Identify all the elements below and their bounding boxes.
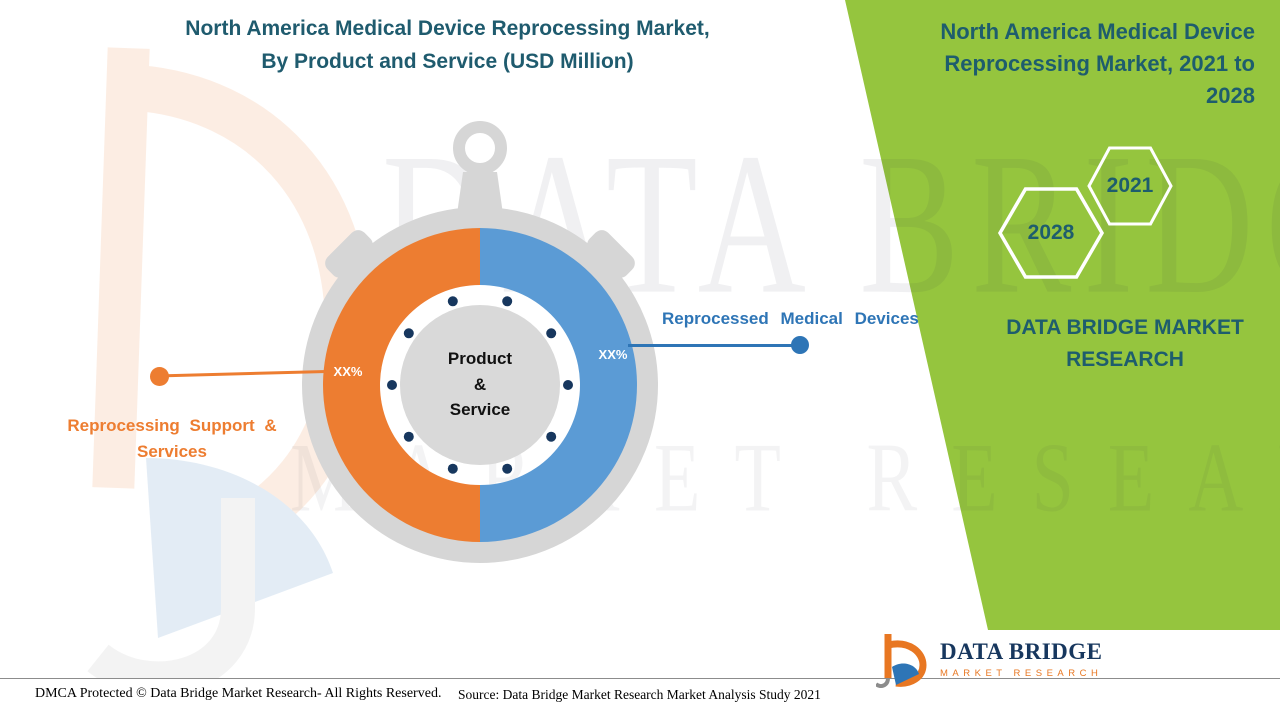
- footer-dmca-text: DMCA Protected © Data Bridge Market Rese…: [35, 686, 442, 701]
- side-panel-title: North America Medical Device Reprocessin…: [940, 19, 1255, 108]
- chart-title: North America Medical Device Reprocessin…: [115, 13, 780, 78]
- hexagon-2028-icon: [997, 187, 1105, 279]
- chart-tick-dots: [387, 296, 573, 474]
- callout-left-line2: Services: [137, 442, 207, 462]
- footer-divider: [0, 678, 1280, 679]
- chart-title-line2: By Product and Service (USD Million): [261, 49, 634, 73]
- side-panel-brand-line1: DATA BRIDGE MARKET: [1006, 316, 1244, 339]
- logo-tagline: MARKET RESEARCH: [940, 668, 1103, 679]
- logo-wordmark: DATA BRIDGE: [940, 639, 1103, 664]
- stopwatch-donut-chart: XX% XX%: [302, 121, 658, 563]
- chart-center-label: Product & Service: [410, 346, 550, 423]
- data-bridge-logo-icon: [876, 634, 927, 688]
- callout-label-reprocessed-devices: Reprocessed Medical Devices: [662, 309, 919, 328]
- segment-value-right: XX%: [599, 347, 628, 362]
- stopwatch-bezel-icon: [302, 207, 658, 563]
- segment-reprocessing-support-services: [323, 228, 480, 542]
- callout-dot-right: [791, 336, 809, 354]
- stopwatch-button-right-icon: [587, 230, 635, 278]
- data-bridge-logo: DATA BRIDGE MARKET RESEARCH: [876, 630, 1102, 688]
- center-label-line3: Service: [449, 400, 511, 419]
- callout-left-line1: Reprocessing Support &: [67, 416, 277, 435]
- hexagon-2021-icon: [1087, 146, 1173, 226]
- center-label-line2: &: [473, 374, 487, 394]
- footer-source-text: Source: Data Bridge Market Research Mark…: [458, 687, 821, 702]
- segment-reprocessed-medical-devices: [480, 228, 637, 542]
- side-panel-brand-line2: RESEARCH: [1066, 347, 1184, 371]
- segment-value-left: XX%: [334, 364, 363, 379]
- stopwatch-crown-ring-icon: [453, 121, 507, 175]
- year-start-label: 2028: [1027, 221, 1075, 244]
- chart-title-line1: North America Medical Device Reprocessin…: [185, 17, 710, 40]
- side-panel-brand: DATA BRIDGE MARKET RESEARCH: [980, 312, 1270, 375]
- chart-center-disc: [400, 305, 560, 465]
- callout-dot-left: [150, 367, 169, 386]
- callout-label-reprocessing-support: Reprocessing Support & Services: [32, 413, 312, 466]
- year-hexagons: [997, 146, 1173, 279]
- stopwatch-button-left-icon: [325, 230, 373, 278]
- callout-leader-line-right: [628, 344, 796, 347]
- stopwatch-crown-stem-icon: [457, 172, 503, 214]
- center-label-line1: Product: [447, 349, 513, 368]
- year-end-label: 2021: [1106, 174, 1154, 197]
